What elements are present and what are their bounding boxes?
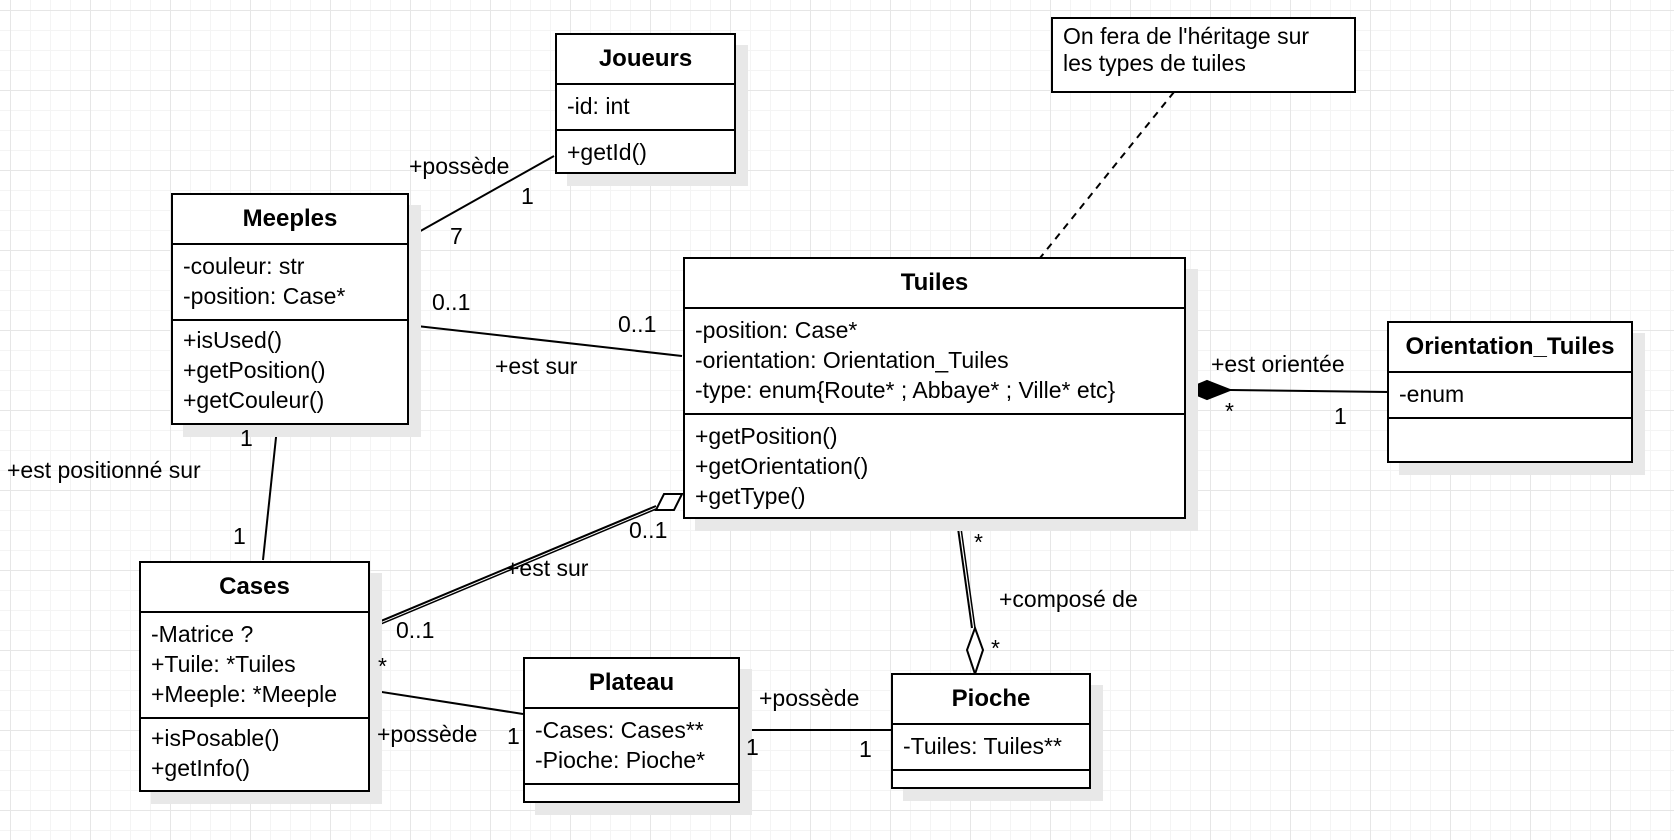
- edge-cases-tuiles-shadow: [368, 508, 657, 630]
- attribute: -orientation: Orientation_Tuiles: [695, 347, 1009, 373]
- label-mult-tuiles-meeples: 0..1: [618, 311, 657, 337]
- label-mult-pioche-tuiles: *: [991, 635, 1000, 661]
- label-mult-orientation: 1: [1334, 403, 1347, 429]
- class-cases[interactable]: Cases -Matrice ? +Tuile: *Tuiles +Meeple…: [139, 561, 370, 792]
- label-role-meeples-joueurs: +possède: [409, 153, 510, 179]
- label-mult-joueurs: 1: [521, 183, 534, 209]
- aggregation-diamond-tuiles-cases: [654, 493, 684, 511]
- class-meeples[interactable]: Meeples -couleur: str -position: Case* +…: [171, 193, 409, 425]
- label-mult-tuiles-cases: 0..1: [629, 517, 668, 543]
- label-role-tuiles-orientation: +est orientée: [1211, 351, 1345, 377]
- attribute: -Pioche: Pioche*: [535, 747, 706, 773]
- label-mult-cases-plateau: *: [378, 653, 387, 679]
- class-meeples-attributes: -couleur: str -position: Case*: [173, 245, 407, 321]
- note-line-2: les types de tuiles: [1063, 50, 1246, 76]
- label-mult-meeples-cases: 1: [240, 425, 253, 451]
- label-role-cases-plateau: +possède: [377, 721, 478, 747]
- class-tuiles-name: Tuiles: [685, 259, 1184, 309]
- note-line-1: On fera de l'héritage sur: [1063, 23, 1310, 49]
- label-mult-cases-meeples: 1: [233, 523, 246, 549]
- attribute: -position: Case*: [695, 317, 858, 343]
- label-mult-meeples-joueurs: 7: [450, 223, 463, 249]
- class-joueurs-methods: +getId(): [557, 131, 734, 173]
- class-tuiles[interactable]: Tuiles -position: Case* -orientation: Or…: [683, 257, 1186, 519]
- label-mult-cases-tuiles: 0..1: [396, 617, 435, 643]
- label-role-cases-tuiles: +est sur: [506, 555, 589, 581]
- composition-diamond-tuiles-orientation: [1182, 379, 1233, 401]
- label-role-tuiles-pioche: +composé de: [999, 586, 1138, 612]
- method: +getId(): [567, 139, 647, 165]
- class-pioche[interactable]: Pioche -Tuiles: Tuiles**: [891, 673, 1091, 789]
- class-meeples-methods: +isUsed() +getPosition() +getCouleur(): [173, 321, 407, 421]
- label-mult-tuiles-orientation: *: [1225, 398, 1234, 424]
- attribute: -Cases: Cases**: [535, 717, 704, 743]
- method: +getOrientation(): [695, 453, 869, 479]
- attribute: +Tuile: *Tuiles: [151, 651, 296, 677]
- edge-cases-plateau[interactable]: [368, 689, 524, 715]
- class-tuiles-attributes: -position: Case* -orientation: Orientati…: [685, 309, 1184, 415]
- class-orientation-tuiles-attributes: -enum: [1389, 373, 1631, 419]
- attribute: -couleur: str: [183, 253, 305, 279]
- attribute: -id: int: [567, 93, 630, 119]
- attribute: -Tuiles: Tuiles**: [903, 733, 1062, 759]
- class-cases-name: Cases: [141, 563, 368, 613]
- label-role-meeples-tuiles: +est sur: [495, 353, 578, 379]
- label-role-plateau-pioche: +possède: [759, 685, 860, 711]
- method: +getType(): [695, 483, 806, 509]
- class-tuiles-methods: +getPosition() +getOrientation() +getTyp…: [685, 415, 1184, 517]
- class-plateau-name: Plateau: [525, 659, 738, 709]
- class-plateau-methods: [525, 785, 738, 797]
- class-pioche-attributes: -Tuiles: Tuiles**: [893, 725, 1089, 771]
- class-plateau[interactable]: Plateau -Cases: Cases** -Pioche: Pioche*: [523, 657, 740, 803]
- edge-tuiles-orientation[interactable]: [1229, 389, 1388, 393]
- class-joueurs-attributes: -id: int: [557, 85, 734, 131]
- class-plateau-attributes: -Cases: Cases** -Pioche: Pioche*: [525, 709, 738, 785]
- edge-cases-tuiles[interactable]: [368, 505, 657, 627]
- label-mult-plateau-cases: 1: [507, 723, 520, 749]
- edge-note-tuiles: [1039, 91, 1175, 259]
- label-mult-pioche-plateau: 1: [859, 736, 872, 762]
- class-orientation-tuiles[interactable]: Orientation_Tuiles -enum: [1387, 321, 1633, 463]
- aggregation-diamond-pioche-tuiles: [965, 625, 985, 678]
- method: +getInfo(): [151, 755, 251, 781]
- method: +getPosition(): [183, 357, 326, 383]
- class-pioche-name: Pioche: [893, 675, 1089, 725]
- label-role-meeples-cases: +est positionné sur: [7, 457, 201, 483]
- label-mult-tuiles-pioche: *: [974, 529, 983, 555]
- method: +isPosable(): [151, 725, 280, 751]
- class-cases-attributes: -Matrice ? +Tuile: *Tuiles +Meeple: *Mee…: [141, 613, 368, 719]
- class-orientation-tuiles-name: Orientation_Tuiles: [1389, 323, 1631, 373]
- edge-meeples-joueurs[interactable]: [407, 155, 555, 239]
- method: +getCouleur(): [183, 387, 325, 413]
- note-heritage[interactable]: On fera de l'héritage sur les types de t…: [1051, 17, 1356, 93]
- attribute: -Matrice ?: [151, 621, 254, 647]
- edge-meeples-tuiles[interactable]: [407, 324, 683, 357]
- class-orientation-tuiles-methods: [1389, 419, 1631, 431]
- class-cases-methods: +isPosable() +getInfo(): [141, 719, 368, 789]
- edge-meeples-cases[interactable]: [262, 427, 278, 561]
- attribute: -type: enum{Route* ; Abbaye* ; Ville* et…: [695, 377, 1116, 403]
- attribute: +Meeple: *Meeple: [151, 681, 338, 707]
- edge-tuiles-pioche-shadow: [959, 520, 976, 629]
- class-joueurs[interactable]: Joueurs -id: int +getId(): [555, 33, 736, 174]
- class-meeples-name: Meeples: [173, 195, 407, 245]
- class-pioche-methods: [893, 771, 1089, 783]
- class-joueurs-name: Joueurs: [557, 35, 734, 85]
- attribute: -position: Case*: [183, 283, 346, 309]
- method: +getPosition(): [695, 423, 838, 449]
- attribute: -enum: [1399, 381, 1465, 407]
- edge-tuiles-pioche[interactable]: [956, 520, 973, 629]
- method: +isUsed(): [183, 327, 283, 353]
- label-mult-plateau-pioche: 1: [746, 734, 759, 760]
- label-mult-meeples-tuiles: 0..1: [432, 289, 471, 315]
